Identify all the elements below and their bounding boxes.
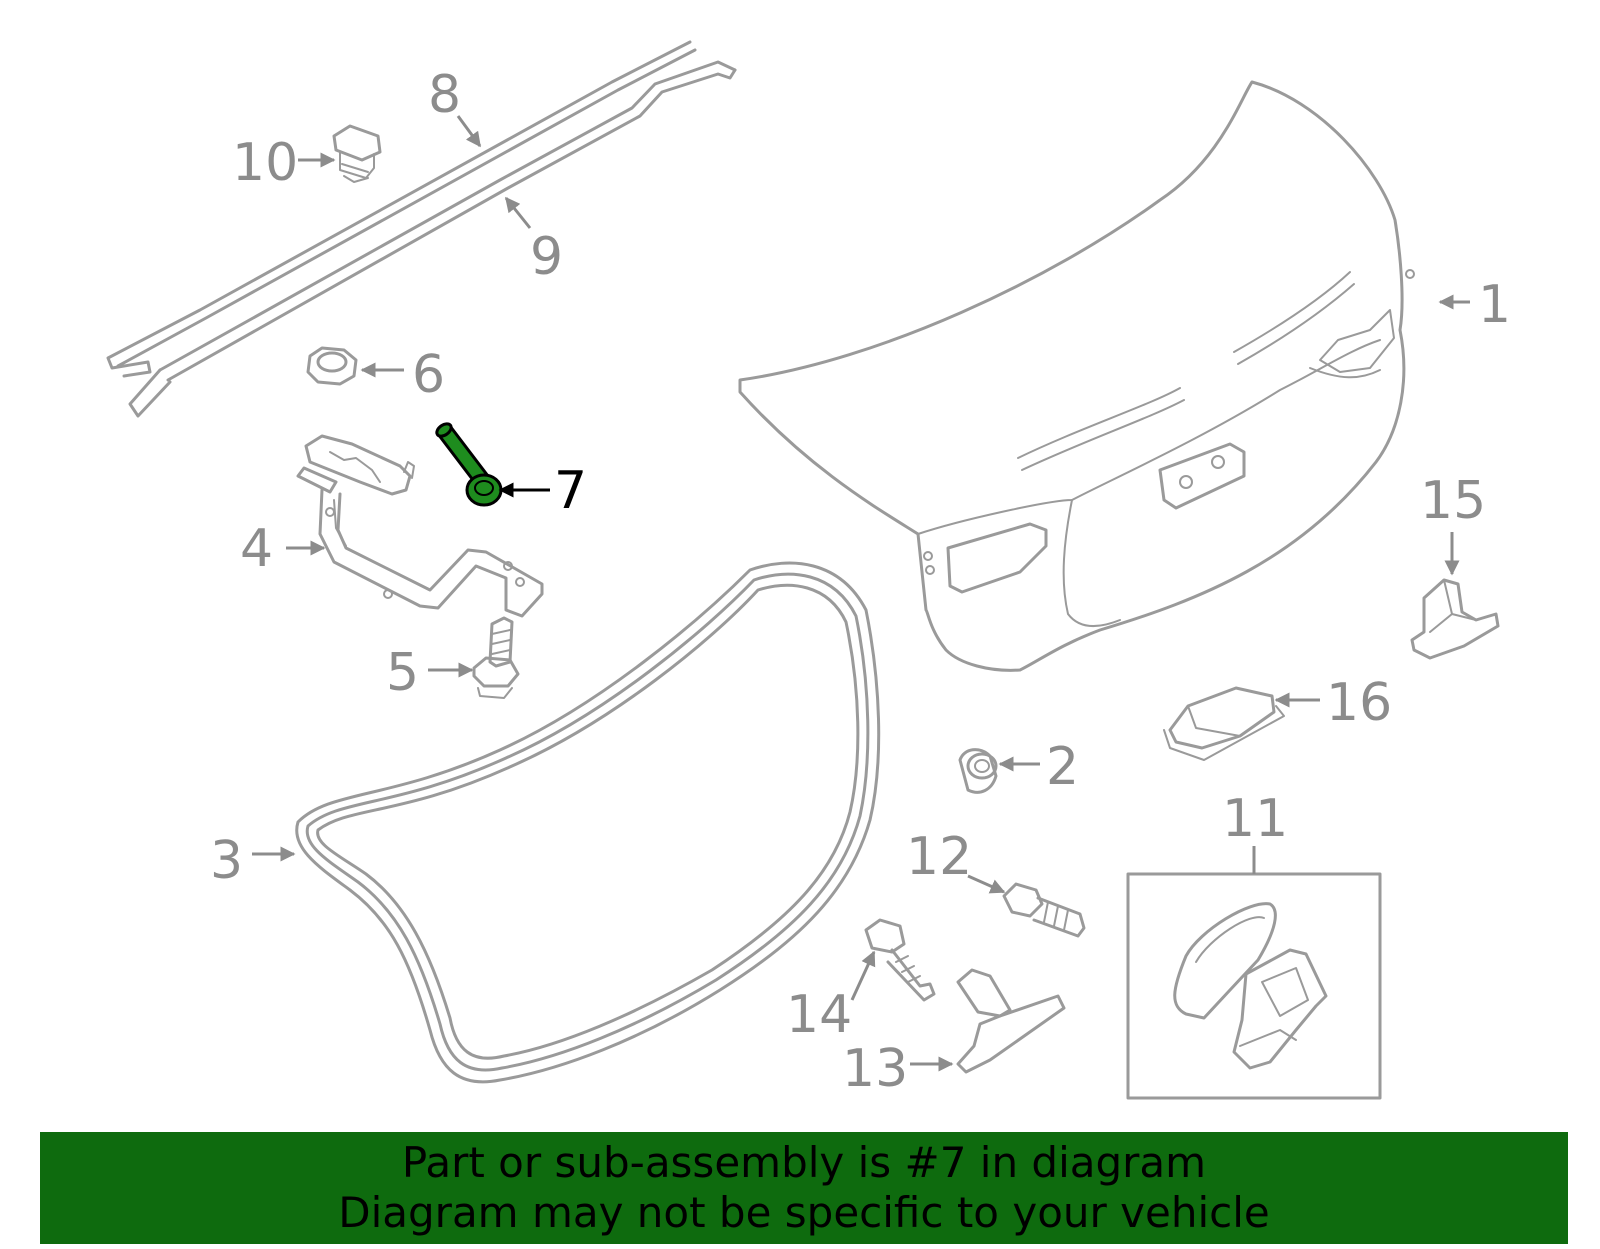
footer-line-disclaimer: Diagram may not be specific to your vehi… <box>338 1188 1270 1237</box>
callout-16: 16 <box>1274 673 1392 733</box>
svg-text:11: 11 <box>1222 789 1288 849</box>
part-2-grommet <box>958 748 998 794</box>
part-14-bolt <box>864 918 936 1002</box>
part-16-lamp <box>1163 686 1285 761</box>
part-11-latch-box <box>1126 872 1382 1100</box>
part-12-bolt <box>1002 882 1086 938</box>
svg-text:1: 1 <box>1478 275 1511 335</box>
svg-text:3: 3 <box>210 831 243 891</box>
callout-14: 14 <box>786 950 876 1045</box>
svg-text:10: 10 <box>232 133 298 193</box>
footer-banner: Part or sub-assembly is #7 in diagram Di… <box>40 1132 1568 1244</box>
callout-9: 9 <box>504 196 563 287</box>
svg-text:5: 5 <box>386 643 419 703</box>
callout-3: 3 <box>210 831 296 891</box>
callout-4: 4 <box>240 519 326 579</box>
callout-10: 10 <box>232 133 336 193</box>
part-1-trunk-lid <box>738 80 1415 672</box>
callout-2: 2 <box>998 737 1079 797</box>
callout-1: 1 <box>1438 275 1511 335</box>
part-10-plug <box>332 124 382 183</box>
footer-line-part-number: Part or sub-assembly is #7 in diagram <box>401 1138 1207 1187</box>
svg-text:9: 9 <box>530 227 563 287</box>
callout-11: 11 <box>1222 789 1288 874</box>
svg-text:2: 2 <box>1046 737 1079 797</box>
callout-8: 8 <box>428 65 482 148</box>
part-13-bracket <box>956 968 1066 1074</box>
svg-text:12: 12 <box>906 827 972 887</box>
callout-6: 6 <box>360 345 445 405</box>
svg-text:15: 15 <box>1420 471 1486 531</box>
part-4-hinge <box>296 434 544 618</box>
part-3-weatherstrip <box>295 561 881 1084</box>
svg-text:4: 4 <box>240 519 273 579</box>
part-15-bumper <box>1410 578 1500 660</box>
svg-text:6: 6 <box>412 345 445 405</box>
part-5-bolt <box>472 616 520 699</box>
part-8-9-rods <box>106 40 737 418</box>
svg-text:8: 8 <box>428 65 461 125</box>
callout-13: 13 <box>842 1039 954 1099</box>
svg-text:14: 14 <box>786 985 852 1045</box>
callout-15: 15 <box>1420 471 1486 576</box>
part-6-nut <box>306 346 358 386</box>
svg-text:7: 7 <box>554 461 587 521</box>
callout-5: 5 <box>386 643 474 703</box>
callout-7: 7 <box>498 461 587 521</box>
svg-text:16: 16 <box>1326 673 1392 733</box>
part-7-bolt <box>435 422 503 507</box>
svg-text:13: 13 <box>842 1039 908 1099</box>
callout-12: 12 <box>906 827 1006 894</box>
